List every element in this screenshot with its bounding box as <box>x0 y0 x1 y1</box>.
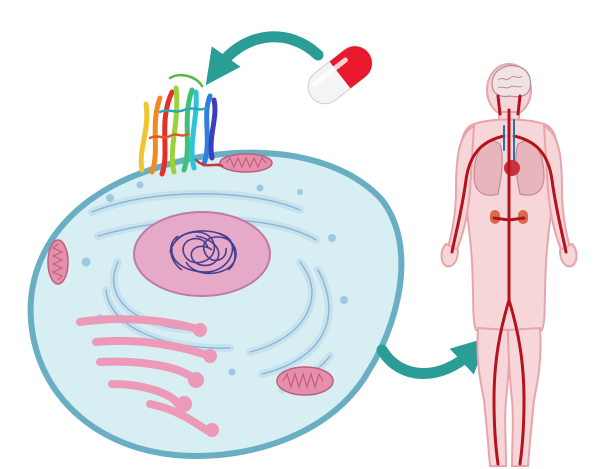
cell <box>27 74 405 459</box>
vesicles <box>81 181 348 376</box>
mitochondrion-bottom <box>276 366 334 396</box>
curved-arrow-icon <box>205 31 324 86</box>
receptor-protein-icon <box>138 74 224 177</box>
mitochondrion-left <box>47 239 69 285</box>
veins <box>503 119 515 161</box>
left-lung <box>473 139 503 196</box>
mitochondrion-top <box>219 153 273 173</box>
heart <box>504 160 520 176</box>
left-arm <box>446 124 476 254</box>
arteries <box>450 94 568 466</box>
smooth-er <box>76 315 214 436</box>
chromatin <box>169 230 237 275</box>
smooth-er-bulbs <box>176 323 219 437</box>
drug-capsule-icon <box>307 45 373 105</box>
right-arm <box>542 124 572 254</box>
curved-arrow-to-body <box>376 337 488 379</box>
cell-membrane <box>27 149 405 459</box>
nucleus <box>133 211 271 297</box>
brain <box>491 64 532 98</box>
human-body-icon <box>440 63 578 467</box>
